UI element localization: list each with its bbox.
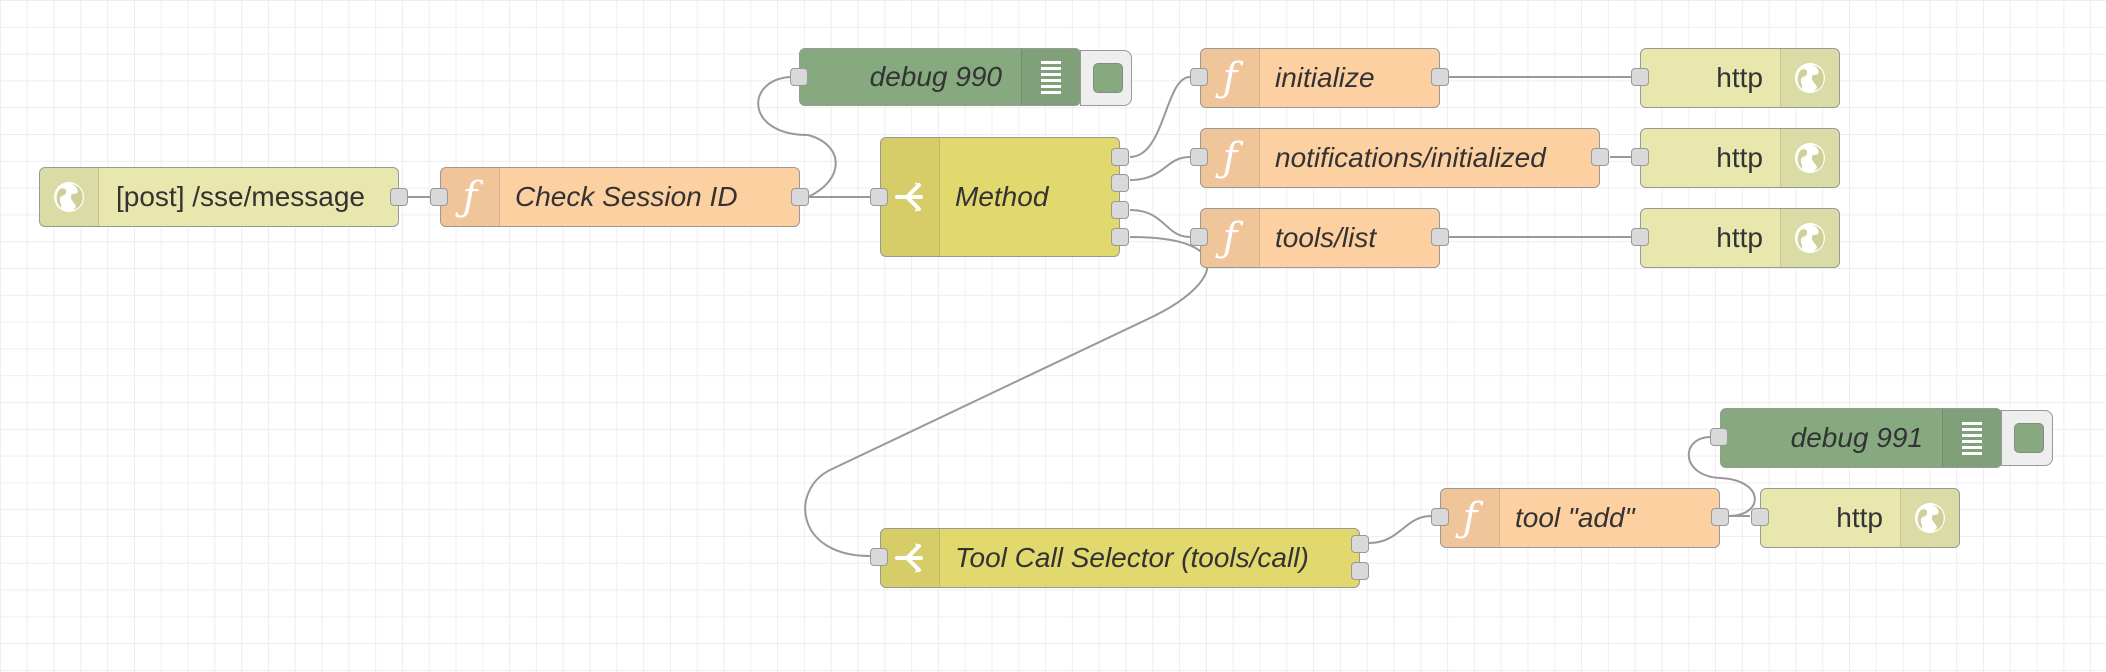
wire[interactable] bbox=[757, 76, 837, 198]
input-port[interactable] bbox=[870, 188, 888, 206]
debug-991-node[interactable]: debug 991 bbox=[1720, 408, 2002, 468]
node-label: tools/list bbox=[1275, 222, 1377, 253]
input-port[interactable] bbox=[1190, 68, 1208, 86]
output-port[interactable] bbox=[791, 188, 809, 206]
wire[interactable] bbox=[804, 236, 1209, 557]
http-in-node[interactable]: [post] /sse/message bbox=[39, 167, 399, 227]
input-port[interactable] bbox=[1631, 228, 1649, 246]
globe-icon bbox=[1780, 49, 1839, 107]
function-icon: ƒ bbox=[1201, 209, 1260, 267]
debug-990-node[interactable]: debug 990 bbox=[799, 48, 1081, 106]
input-port[interactable] bbox=[1190, 228, 1208, 246]
node-label: notifications/initialized bbox=[1275, 142, 1546, 173]
node-label: initialize bbox=[1275, 62, 1375, 93]
node-label: http bbox=[1716, 62, 1763, 93]
input-port[interactable] bbox=[790, 68, 808, 86]
node-label: debug 990 bbox=[869, 61, 1002, 92]
switch-icon bbox=[881, 529, 940, 587]
globe-icon bbox=[1780, 129, 1839, 187]
output-port-3[interactable] bbox=[1111, 201, 1129, 219]
http-response-node[interactable]: http bbox=[1640, 128, 1840, 188]
wire[interactable] bbox=[1129, 156, 1191, 181]
node-label: http bbox=[1716, 222, 1763, 253]
output-port[interactable] bbox=[1431, 228, 1449, 246]
function-icon: ƒ bbox=[441, 168, 500, 226]
node-label: Method bbox=[955, 181, 1049, 212]
output-port-2[interactable] bbox=[1111, 174, 1129, 192]
node-label: Tool Call Selector (tools/call) bbox=[955, 542, 1309, 573]
output-port-1[interactable] bbox=[1351, 535, 1369, 553]
wire[interactable] bbox=[1129, 209, 1191, 238]
input-port[interactable] bbox=[1631, 148, 1649, 166]
list-icon bbox=[1942, 409, 2001, 467]
output-port[interactable] bbox=[390, 188, 408, 206]
output-port-1[interactable] bbox=[1111, 148, 1129, 166]
tools-list-function-node[interactable]: ƒ tools/list bbox=[1200, 208, 1440, 268]
node-label: http bbox=[1836, 502, 1883, 533]
http-response-node[interactable]: http bbox=[1760, 488, 1960, 548]
output-port[interactable] bbox=[1431, 68, 1449, 86]
function-icon: ƒ bbox=[1201, 129, 1260, 187]
input-port[interactable] bbox=[1751, 508, 1769, 526]
check-session-id-node[interactable]: ƒ Check Session ID bbox=[440, 167, 800, 227]
notifications-initialized-function-node[interactable]: ƒ notifications/initialized bbox=[1200, 128, 1600, 188]
input-port[interactable] bbox=[1710, 428, 1728, 446]
http-response-node[interactable]: http bbox=[1640, 208, 1840, 268]
globe-icon bbox=[1900, 489, 1959, 547]
tool-add-function-node[interactable]: ƒ tool "add" bbox=[1440, 488, 1720, 548]
output-port-4[interactable] bbox=[1111, 228, 1129, 246]
input-port[interactable] bbox=[430, 188, 448, 206]
initialize-function-node[interactable]: ƒ initialize bbox=[1200, 48, 1440, 108]
wire[interactable] bbox=[1129, 76, 1191, 158]
function-icon: ƒ bbox=[1441, 489, 1500, 547]
debug-toggle-button[interactable] bbox=[2001, 410, 2053, 466]
method-switch-node[interactable]: Method bbox=[880, 137, 1120, 257]
function-icon: ƒ bbox=[1201, 49, 1260, 107]
node-label: debug 991 bbox=[1790, 422, 1923, 453]
node-label: [post] /sse/message bbox=[116, 181, 366, 212]
list-icon bbox=[1021, 49, 1080, 105]
node-label: tool "add" bbox=[1515, 502, 1635, 533]
node-label: Check Session ID bbox=[515, 181, 738, 212]
input-port[interactable] bbox=[1190, 148, 1208, 166]
globe-icon bbox=[1780, 209, 1839, 267]
globe-icon bbox=[40, 168, 99, 226]
switch-icon bbox=[881, 138, 940, 256]
input-port[interactable] bbox=[1431, 508, 1449, 526]
debug-toggle-button[interactable] bbox=[1080, 50, 1132, 106]
tool-call-selector-switch-node[interactable]: Tool Call Selector (tools/call) bbox=[880, 528, 1360, 588]
node-label: http bbox=[1716, 142, 1763, 173]
wire[interactable] bbox=[1687, 436, 1756, 517]
input-port[interactable] bbox=[1631, 68, 1649, 86]
input-port[interactable] bbox=[870, 548, 888, 566]
http-response-node[interactable]: http bbox=[1640, 48, 1840, 108]
wire[interactable] bbox=[1368, 515, 1432, 544]
output-port-2[interactable] bbox=[1351, 562, 1369, 580]
output-port[interactable] bbox=[1591, 148, 1609, 166]
output-port[interactable] bbox=[1711, 508, 1729, 526]
